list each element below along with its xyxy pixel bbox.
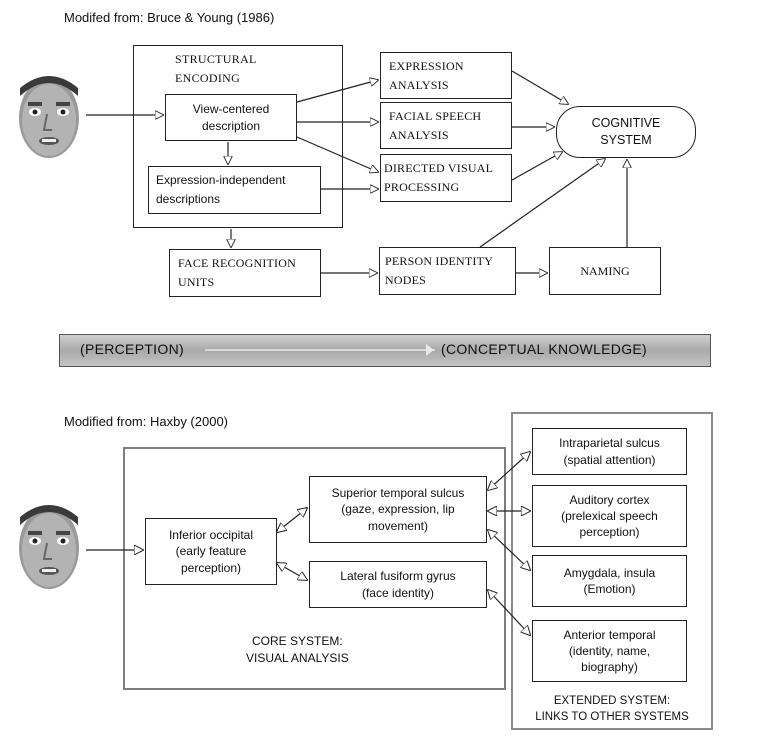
lateral-fusiform-gyrus-box: Lateral fusiform gyrus (face identity): [309, 561, 487, 608]
top-source-caption: Modifed from: Bruce & Young (1986): [64, 10, 275, 25]
core-system-label: CORE SYSTEM: VISUAL ANALYSIS: [246, 634, 349, 665]
facial-speech-analysis-box: FACIAL SPEECH ANALYSIS: [380, 102, 512, 149]
face-photo-bottom: [14, 497, 84, 589]
arrow-view-to-directed: [296, 136, 378, 172]
cognitive-system-box: COGNITIVE SYSTEM: [556, 106, 696, 158]
intraparietal-sulcus-box: Intraparietal sulcus (spatial attention): [532, 428, 687, 475]
inferior-occipital-box: Inferior occipital (early feature percep…: [145, 518, 277, 585]
extended-system-label: EXTENDED SYSTEM: LINKS TO OTHER SYSTEMS: [535, 695, 689, 723]
amygdala-insula-box: Amygdala, insula (Emotion): [532, 555, 687, 607]
arrow-inferior-fusiform: [277, 563, 307, 580]
superior-temporal-sulcus-box: Superior temporal sulcus (gaze, expressi…: [309, 476, 487, 543]
expression-independent-box: Expression-independent descriptions: [148, 166, 321, 214]
arrow-fusiform-anterior: [488, 590, 530, 635]
arrow-inferior-sts: [277, 508, 307, 532]
view-centered-description-box: View-centered description: [165, 94, 297, 141]
arrow-directed-to-cog: [511, 152, 562, 181]
arrow-sts-amygdala: [488, 530, 530, 570]
directed-visual-processing-box: DIRECTED VISUAL PROCESSING: [380, 154, 512, 202]
face-recognition-units-box: FACE RECOGNITION UNITS: [169, 249, 321, 297]
bar-gradient-arrow-shaft: [205, 349, 435, 351]
bar-arrow-head-icon: [426, 344, 434, 356]
arrow-view-to-expression: [296, 80, 378, 103]
bottom-source-caption: Modified from: Haxby (2000): [64, 414, 229, 429]
person-identity-nodes-box: PERSON IDENTITY NODES: [379, 247, 516, 295]
arrow-pin-to-cog: [479, 159, 605, 248]
structural-encoding-label: STRUCTURAL ENCODING: [175, 52, 257, 86]
naming-box: NAMING: [549, 247, 661, 295]
structural-encoding-group: [133, 45, 343, 228]
anterior-temporal-box: Anterior temporal (identity, name, biogr…: [532, 620, 687, 682]
face-photo-top: [14, 68, 84, 158]
perception-label: (PERCEPTION): [80, 341, 184, 357]
arrow-expression-to-cog: [511, 70, 568, 104]
arrow-sts-intraparietal: [488, 452, 530, 490]
conceptual-knowledge-label: (CONCEPTUAL KNOWLEDGE): [441, 341, 647, 357]
auditory-cortex-box: Auditory cortex (prelexical speech perce…: [532, 485, 687, 547]
expression-analysis-box: EXPRESSION ANALYSIS: [380, 52, 512, 99]
